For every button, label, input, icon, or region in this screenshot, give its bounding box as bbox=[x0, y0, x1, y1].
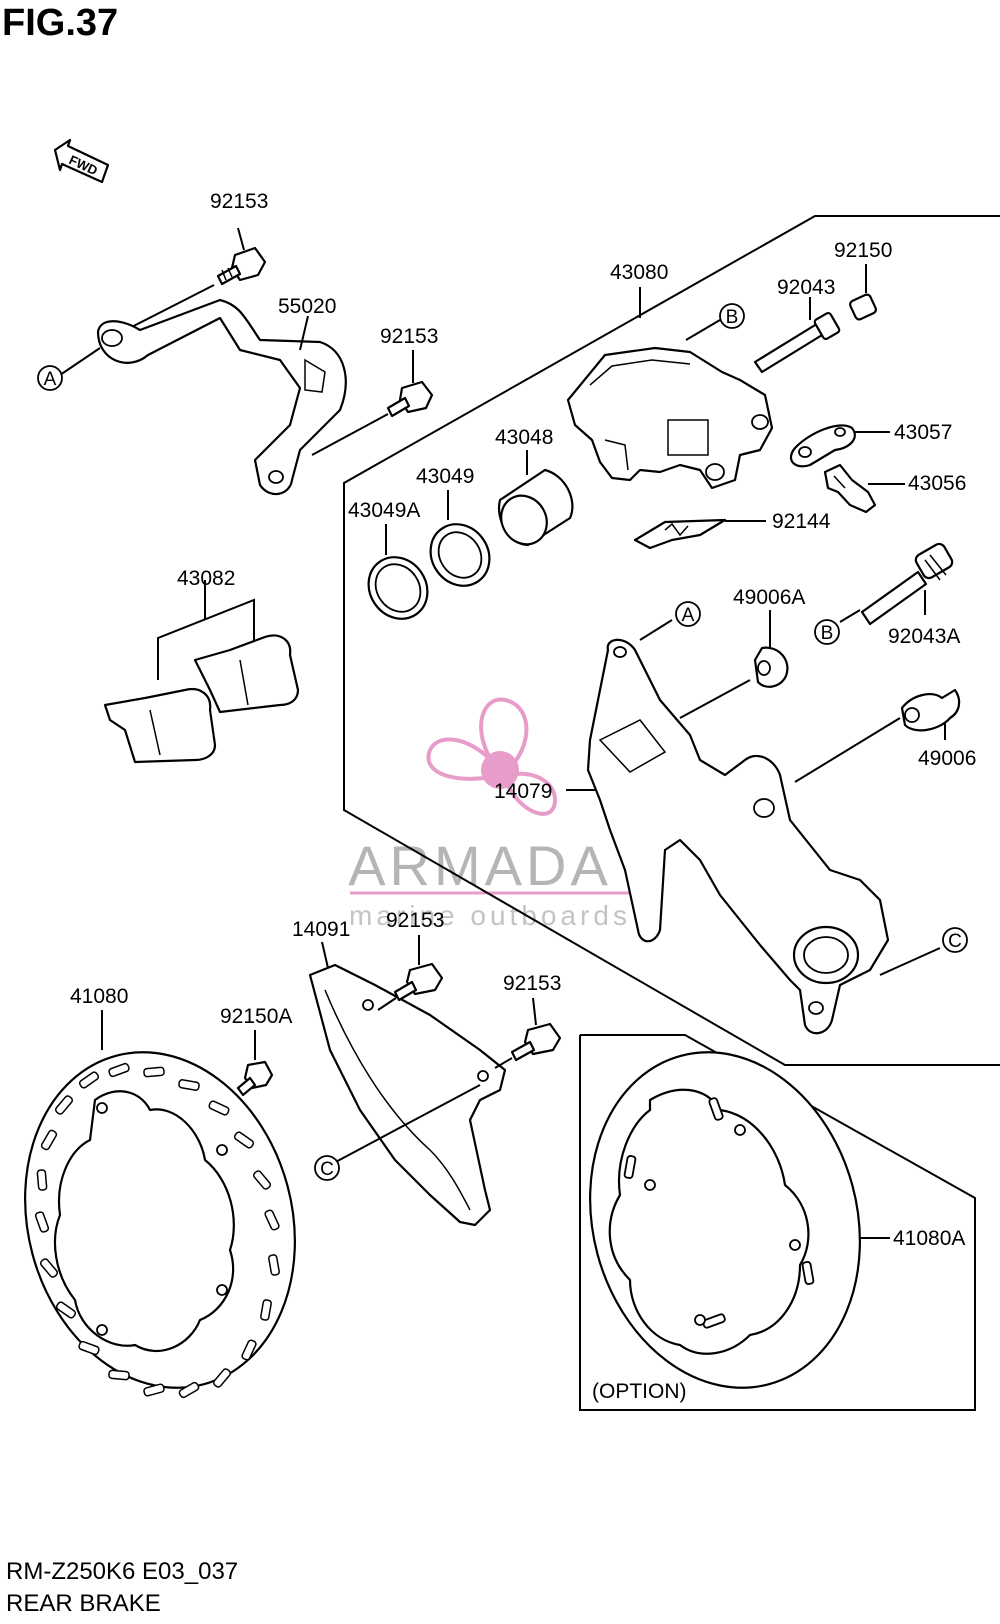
propeller-hub bbox=[481, 751, 519, 789]
figure-title: FIG.37 bbox=[2, 2, 119, 44]
watermark: ARMADA marine outboards bbox=[348, 697, 645, 931]
pin-92043A bbox=[860, 542, 954, 626]
part-label: 41080 bbox=[70, 985, 128, 1008]
bleeder-valve-43056 bbox=[823, 463, 877, 514]
caliper-43080 bbox=[566, 346, 774, 490]
part-label: 92150A bbox=[220, 1005, 292, 1028]
brake-disc-41080A bbox=[589, 1051, 861, 1389]
part-label: 92150 bbox=[834, 239, 892, 262]
ref-b-caliper: B bbox=[719, 303, 745, 329]
bolt-92153-mid bbox=[386, 380, 434, 418]
figure-name: REAR BRAKE bbox=[6, 1590, 161, 1617]
part-label: 92043 bbox=[777, 276, 835, 299]
ref-b-pin: B bbox=[814, 619, 840, 645]
fwd-arrow-icon: FWD bbox=[53, 138, 110, 184]
part-label: 43048 bbox=[495, 426, 553, 449]
disc-guard-14091 bbox=[308, 963, 507, 1227]
part-label: 43056 bbox=[908, 472, 966, 495]
bolt-92153-top bbox=[216, 246, 267, 286]
piston-43048 bbox=[497, 468, 574, 547]
seal-43049A bbox=[367, 556, 429, 620]
bracket-55020 bbox=[96, 298, 347, 496]
part-label: 43049 bbox=[416, 465, 474, 488]
part-label: 43057 bbox=[894, 421, 952, 444]
svg-text:C: C bbox=[320, 1159, 334, 1180]
ref-c-guard: C bbox=[314, 1155, 340, 1181]
propeller-logo-icon bbox=[426, 697, 558, 816]
ref-a-caliper-bracket: A bbox=[675, 601, 701, 627]
option-box bbox=[579, 1034, 976, 1411]
watermark-tagline: marine outboards bbox=[349, 900, 631, 931]
pin-92043 bbox=[753, 311, 841, 374]
pads-43082 bbox=[103, 634, 300, 764]
bleeder-cap-43057 bbox=[789, 424, 856, 468]
svg-text:A: A bbox=[44, 369, 57, 390]
part-label: 92153 bbox=[386, 909, 444, 932]
plug-92150 bbox=[849, 293, 877, 321]
part-label: 92153 bbox=[210, 190, 268, 213]
part-label: 43049A bbox=[348, 499, 420, 522]
spring-92144 bbox=[633, 518, 727, 550]
part-label: 92153 bbox=[503, 972, 561, 995]
part-label: 43080 bbox=[610, 261, 668, 284]
bolt-92153-lower-left bbox=[393, 962, 444, 1002]
boot-49006A bbox=[753, 646, 789, 688]
svg-text:A: A bbox=[682, 605, 695, 626]
part-label: 49006A bbox=[733, 586, 805, 609]
part-label: 41080A bbox=[893, 1227, 965, 1250]
svg-text:B: B bbox=[726, 307, 739, 328]
option-label: (OPTION) bbox=[592, 1380, 687, 1403]
caliper-assembly-frame bbox=[343, 215, 1000, 1066]
bolt-92153-lower-right bbox=[510, 1022, 562, 1062]
part-label: 14091 bbox=[292, 918, 350, 941]
bolt-92150A bbox=[236, 1060, 274, 1097]
part-label: 55020 bbox=[278, 295, 336, 318]
part-label: 92153 bbox=[380, 325, 438, 348]
caliper-bracket-14079 bbox=[586, 638, 890, 1035]
part-label: 92144 bbox=[772, 510, 831, 533]
part-label: 92043A bbox=[888, 625, 960, 648]
boot-49006 bbox=[900, 688, 961, 732]
model-code: RM-Z250K6 E03_037 bbox=[6, 1558, 239, 1585]
part-label: 43082 bbox=[177, 567, 235, 590]
disc-vent-slots bbox=[34, 1062, 280, 1399]
part-label: 49006 bbox=[918, 747, 976, 770]
svg-text:C: C bbox=[948, 931, 962, 952]
ref-c-caliper-bracket: C bbox=[942, 927, 968, 953]
svg-text:B: B bbox=[821, 623, 834, 644]
ref-a-bracket: A bbox=[37, 365, 63, 391]
part-label: 14079 bbox=[494, 780, 552, 803]
brake-disc-41080 bbox=[24, 1051, 296, 1399]
seal-43049 bbox=[429, 523, 491, 587]
